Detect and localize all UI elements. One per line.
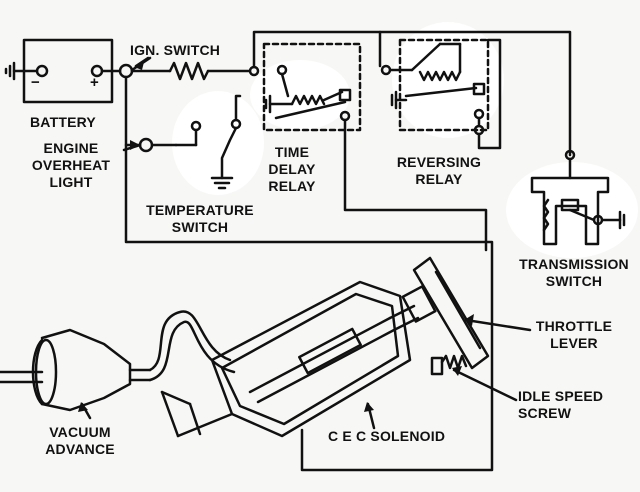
temperature-switch-label: TEMPERATURE SWITCH [146,202,254,235]
time-delay-relay-symbol [262,42,488,252]
transmission-switch-symbol [530,149,626,246]
idle-speed-screw-symbol [430,354,468,376]
reversing-relay-symbol [380,38,502,150]
temperature-switch-symbol [174,118,242,190]
engine-overheat-light-label: ENGINE OVERHEAT LIGHT [31,140,111,190]
battery-label: BATTERY [30,114,96,130]
battery-symbol [4,38,122,104]
throttle-lever-symbol [412,256,490,370]
cec-solenoid-label: C E C SOLENOID [328,428,446,444]
ign-switch-label: IGN. SWITCH [130,42,221,58]
vacuum-advance-label: VACUUM ADVANCE [45,424,115,457]
battery-minus: − [31,74,40,91]
idle-speed-screw-label: IDLE SPEED SCREW [518,388,604,421]
time-delay-relay-label: TIME DELAY RELAY [268,144,316,194]
throttle-lever-label: THROTTLE LEVER [535,318,613,351]
wire-bus [124,75,494,472]
vacuum-advance-symbol [0,328,152,412]
reversing-relay-label: REVERSING RELAY [396,154,482,187]
transmission-switch-label: TRANSMISSION SWITCH [519,256,629,289]
battery-plus: + [90,74,99,91]
highlight-blobs [172,22,638,258]
cec-solenoid-symbol [160,280,437,438]
